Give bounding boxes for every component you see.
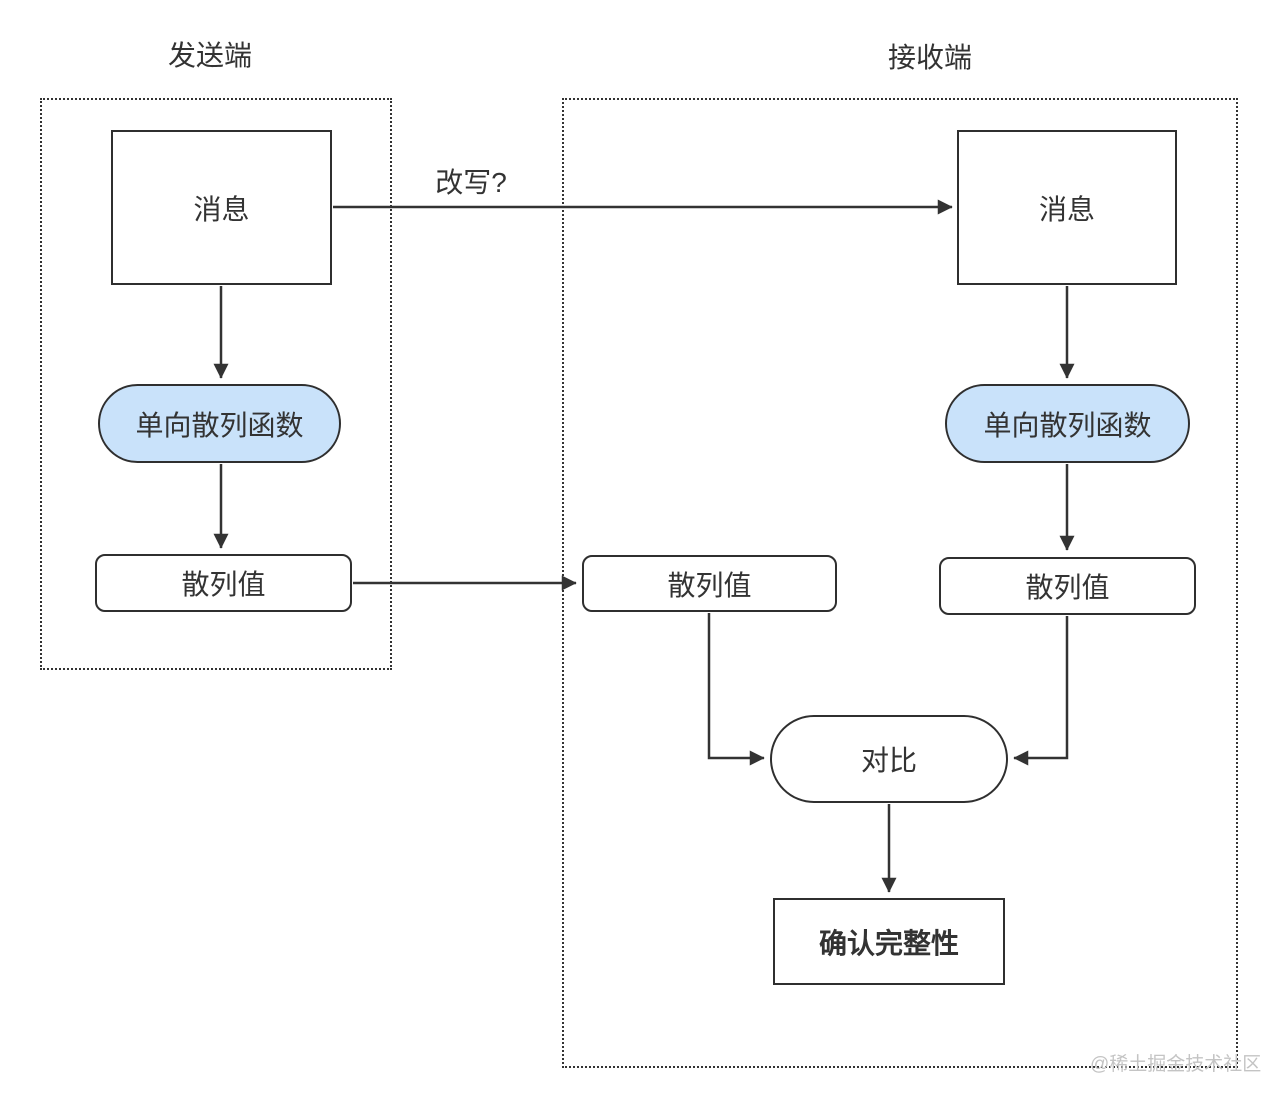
sender-group-title: 发送端 — [167, 40, 252, 71]
watermark-text: @稀土掘金技术社区 — [1090, 1054, 1262, 1075]
rewrite-question-label: 改写? — [435, 167, 507, 198]
receiver-message-box: 消息 — [957, 130, 1177, 285]
receiver-hash-function-pill: 单向散列函数 — [945, 384, 1190, 463]
sender-hash-value-box: 散列值 — [95, 554, 352, 612]
received-hash-value-box: 散列值 — [582, 555, 837, 612]
confirm-integrity-box: 确认完整性 — [773, 898, 1005, 985]
sender-boundary-box — [40, 98, 392, 670]
sender-hash-function-pill: 单向散列函数 — [98, 384, 341, 463]
receiver-group-title: 接收端 — [887, 42, 972, 73]
receiver-hash-value-box: 散列值 — [939, 557, 1196, 615]
compare-pill: 对比 — [770, 715, 1008, 803]
sender-message-box: 消息 — [111, 130, 332, 285]
